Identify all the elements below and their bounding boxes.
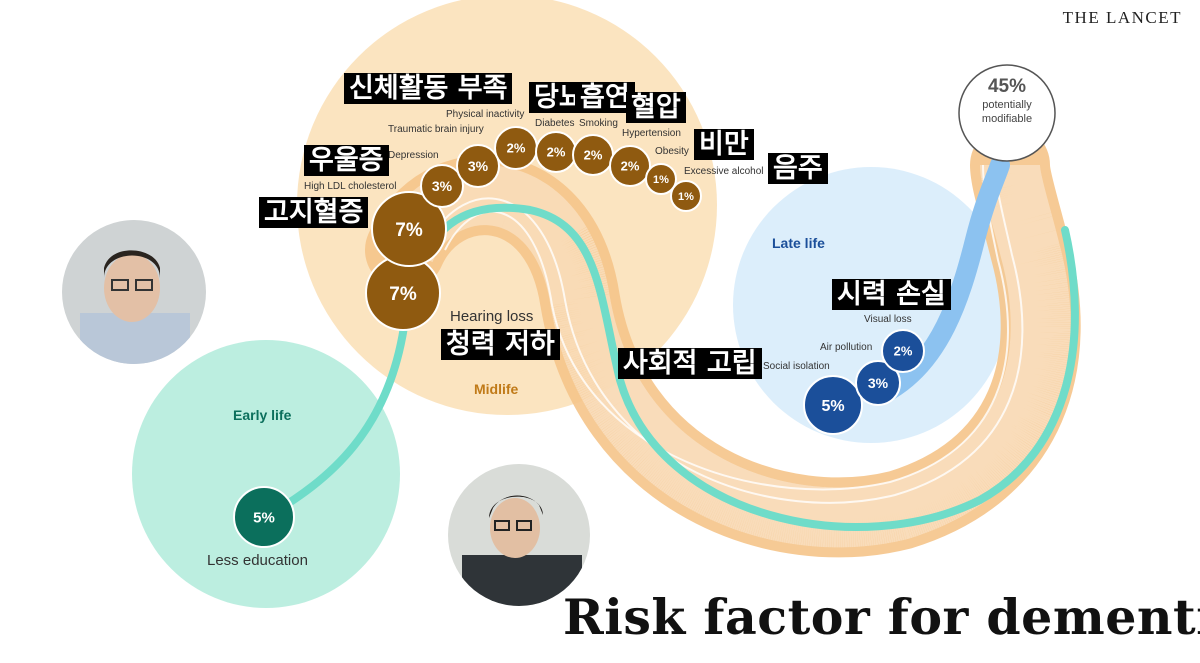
total-line2: modifiable	[981, 113, 1033, 126]
total-circle-shape	[958, 64, 1056, 162]
factor-bubbles: 5% 7% 7% 3% 3% 2% 2% 2% 2% 1% 1% 5% 3% 2%	[233, 126, 925, 548]
bubble-air-pollution	[855, 360, 901, 406]
bubble-value-visual-loss: 2%	[894, 344, 913, 359]
brand-logo: THE LANCET	[1062, 8, 1182, 27]
label-tbi: Traumatic brain injury	[388, 124, 484, 135]
bubble-social-isolation	[803, 375, 863, 435]
total-value: 45%	[987, 76, 1027, 97]
bubble-value-tbi: 3%	[468, 158, 489, 174]
bubble-alcohol	[670, 180, 702, 212]
label-air-pollution: Air pollution	[820, 342, 873, 353]
label-diabetes: Diabetes	[535, 118, 575, 129]
korean-smoking: 흡연	[575, 82, 635, 114]
korean-social-isolation: 사회적 고립	[618, 348, 762, 380]
participant-avatar-2	[448, 464, 590, 606]
label-less-education: Less education	[207, 552, 308, 569]
bubble-value-obesity: 1%	[653, 174, 669, 186]
caption-title: Risk factor for dementia	[563, 588, 1200, 646]
bubble-value-depression: 3%	[432, 178, 453, 194]
bubble-high-ldl	[371, 191, 447, 267]
korean-obesity: 비만	[694, 129, 754, 161]
flow-band-stripes-2	[444, 164, 1009, 491]
bubble-value-less-education: 5%	[253, 509, 275, 526]
korean-alcohol: 음주	[768, 153, 828, 185]
korean-hearing-loss: 청력 저하	[441, 329, 560, 361]
participant-avatar-1	[62, 220, 206, 364]
label-hypertension: Hypertension	[622, 128, 681, 139]
midlife-label: Midlife	[474, 381, 519, 397]
bubble-value-social-isolation: 5%	[821, 398, 844, 415]
korean-depression: 우울증	[304, 145, 389, 177]
bubble-value-hearing-loss: 7%	[389, 284, 417, 305]
bubble-value-alcohol: 1%	[678, 191, 694, 203]
korean-high-ldl: 고지혈증	[259, 197, 369, 229]
label-high-ldl: High LDL cholesterol	[304, 181, 397, 192]
teal-stream	[262, 203, 1079, 531]
bubble-value-high-ldl: 7%	[395, 220, 423, 241]
early-life-circle	[132, 340, 400, 608]
bubble-depression	[420, 164, 464, 208]
korean-visual-loss: 시력 손실	[832, 279, 951, 311]
bubble-tbi	[456, 144, 500, 188]
late-life-label: Late life	[772, 235, 825, 251]
total-circle: 45% potentially modifiable	[948, 62, 1066, 164]
label-social-isolation: Social isolation	[763, 361, 830, 372]
late-life-stream	[880, 155, 1010, 400]
bubble-value-air-pollution: 3%	[868, 375, 889, 391]
label-smoking: Smoking	[579, 118, 618, 129]
bubble-value-physical-inactivity: 2%	[507, 141, 526, 156]
bubble-obesity	[645, 163, 677, 195]
korean-hypertension: 혈압	[626, 92, 686, 124]
bubble-visual-loss	[881, 329, 925, 373]
total-line1: potentially	[982, 99, 1032, 111]
bubble-value-hypertension: 2%	[621, 159, 640, 174]
label-alcohol: Excessive alcohol	[684, 166, 764, 177]
label-visual-loss: Visual loss	[864, 314, 912, 325]
label-depression: Depression	[388, 150, 439, 161]
bubble-less-education	[233, 486, 295, 548]
label-physical-inactivity: Physical inactivity	[446, 109, 525, 120]
early-life-label: Early life	[233, 407, 292, 423]
korean-physical-inactivity: 신체활동 부족	[344, 73, 513, 105]
bubble-value-smoking: 2%	[584, 148, 603, 163]
bubble-value-diabetes: 2%	[547, 145, 566, 160]
label-obesity: Obesity	[655, 146, 689, 157]
label-hearing-loss: Hearing loss	[450, 308, 534, 325]
flow-band-stripes	[429, 164, 1024, 504]
bubble-hypertension	[609, 145, 651, 187]
